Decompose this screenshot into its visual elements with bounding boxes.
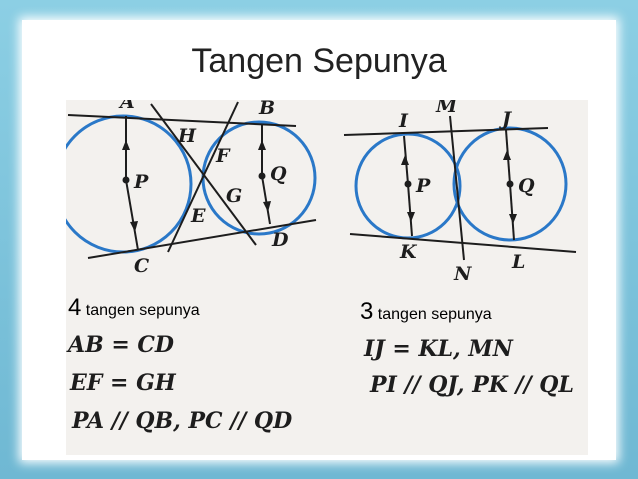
left-eq-3: PA // QB, PC // QD	[71, 408, 292, 434]
center-p-dot	[404, 180, 412, 188]
center-p-dot	[122, 176, 130, 184]
common-tangents-diagram: A B C D E F G H P Q	[53, 91, 577, 434]
right-caption-text: tangen sepunya	[373, 306, 491, 323]
label-q: Q	[270, 163, 287, 185]
label-c: C	[134, 255, 149, 277]
left-count: 4	[68, 294, 81, 321]
radius-qd	[261, 175, 271, 225]
left-eq-1: AB = CD	[66, 332, 174, 358]
left-caption: 4 tangen sepunya	[68, 294, 200, 321]
left-caption-text: tangen sepunya	[81, 302, 199, 319]
arrow-icon	[401, 155, 409, 165]
radius-pc	[125, 179, 139, 251]
right-diagram: I J K L M N P Q	[343, 95, 577, 285]
right-count: 3	[360, 298, 373, 325]
label-g: G	[226, 185, 242, 207]
label-i: I	[398, 110, 409, 132]
circle-q	[452, 126, 568, 242]
label-b: B	[258, 100, 275, 119]
tangent-cd	[87, 219, 317, 259]
tangent-ef	[167, 101, 239, 253]
label-j: J	[499, 108, 513, 130]
arrow-icon	[258, 140, 266, 150]
figure-image: A B C D E F G H P Q	[53, 91, 588, 455]
right-eq-1: IJ = KL, MN	[363, 336, 514, 362]
label-l: L	[511, 251, 525, 273]
label-e: E	[190, 205, 206, 227]
right-eq-2: PI // QJ, PK // QL	[369, 372, 574, 398]
center-q-dot	[506, 180, 514, 188]
circle-p	[53, 114, 193, 254]
label-h: H	[177, 125, 197, 147]
tangent-ab	[67, 114, 297, 127]
label-p: P	[415, 175, 431, 197]
arrow-icon	[130, 221, 138, 232]
arrow-icon	[263, 201, 271, 212]
left-diagram: A B C D E F G H P Q	[53, 91, 317, 277]
right-caption: 3 tangen sepunya	[360, 298, 492, 325]
center-q-dot	[258, 172, 266, 180]
label-n: N	[453, 263, 472, 285]
left-eq-2: EF = GH	[69, 370, 177, 396]
label-p: P	[133, 171, 149, 193]
tangent-ij	[343, 127, 549, 136]
arrow-icon	[509, 214, 517, 224]
arrow-icon	[407, 212, 415, 222]
radius-pk	[407, 183, 413, 237]
label-f: F	[215, 145, 231, 167]
label-a: A	[118, 100, 135, 113]
tangent-mn	[449, 115, 465, 261]
radius-ql	[509, 183, 515, 241]
label-m: M	[435, 100, 458, 117]
arrow-icon	[122, 140, 130, 150]
label-d: D	[271, 229, 289, 251]
label-q: Q	[518, 175, 535, 197]
arrow-icon	[503, 150, 511, 160]
label-k: K	[399, 241, 418, 263]
slide-title: Tangen Sepunya	[191, 42, 447, 80]
